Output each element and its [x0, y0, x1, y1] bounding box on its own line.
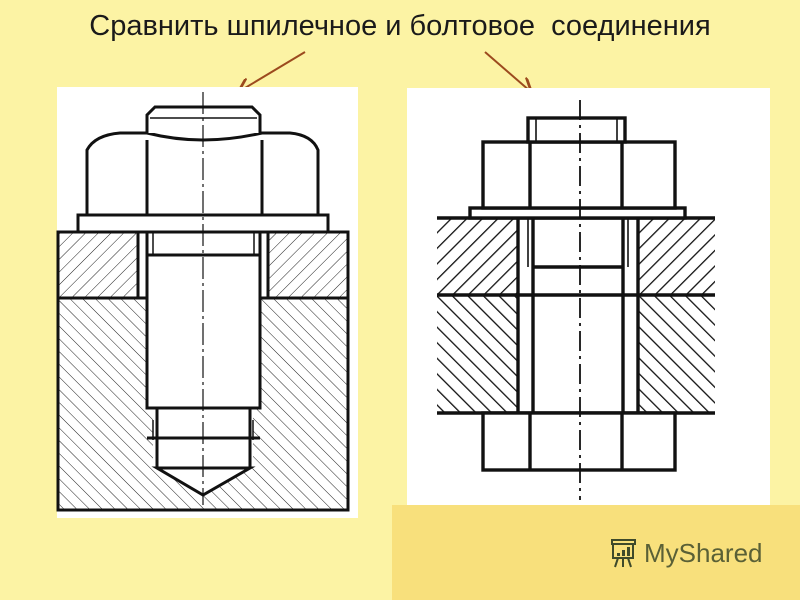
bolt-joint-drawing — [407, 88, 770, 505]
stud-joint-drawing — [56, 87, 358, 518]
watermark: MyShared — [608, 537, 763, 569]
presentation-board-icon — [611, 539, 636, 568]
arrow-to-stud-joint — [240, 51, 306, 91]
arrow-to-bolt-joint — [484, 51, 530, 91]
slide-title: Сравнить шпилечное и болтовое соединения — [89, 10, 711, 42]
watermark-area — [392, 505, 800, 600]
watermark-text: MyShared — [644, 537, 763, 568]
